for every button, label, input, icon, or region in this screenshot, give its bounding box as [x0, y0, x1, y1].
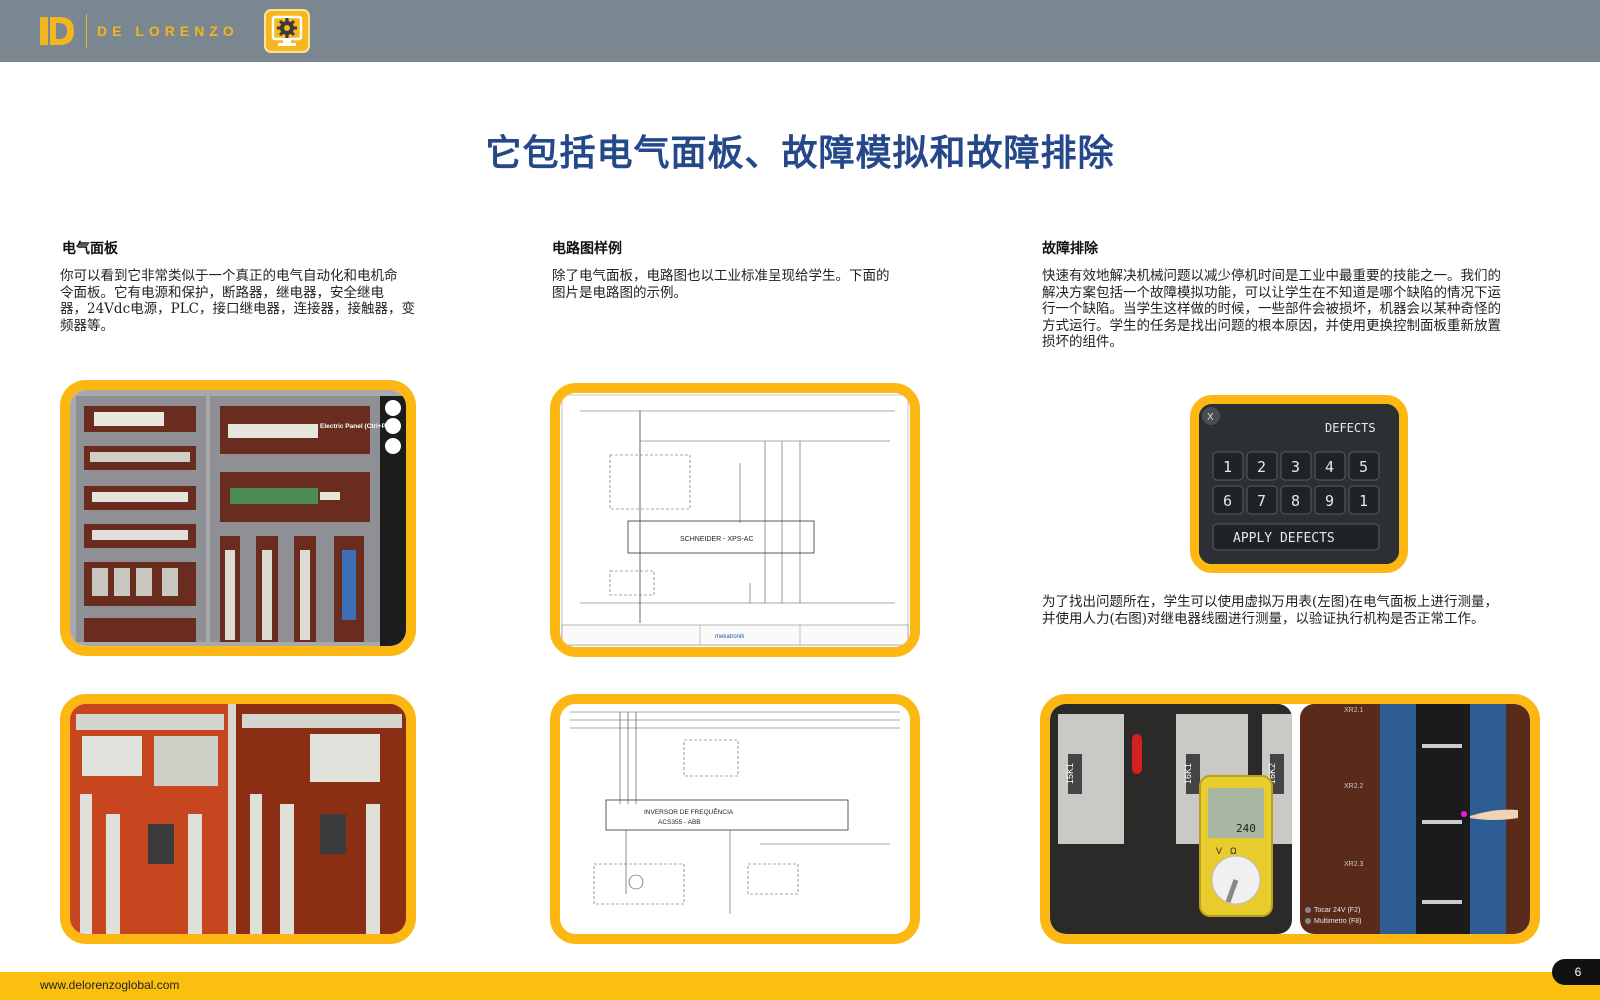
text-line: 为了找出问题所在，学生可以使用虚拟万用表(左图)在电气面板上进行测量， [1042, 594, 1499, 610]
schematic-example-heading: 电路图样例 [552, 241, 622, 257]
schematic-block-label: SCHNEIDER - XPS-AC [680, 536, 754, 543]
page-title: 它包括电气面板、故障模拟和故障排除 [485, 133, 1115, 174]
defect-key-8[interactable]: 8 [1291, 492, 1300, 510]
text-line: 令面板。它有电源和保护，断路器，继电器，安全继电 [60, 284, 384, 301]
defect-key-6[interactable]: 6 [1223, 492, 1232, 510]
text-line: 行一个缺陷。当学生这样做的时候，一些部件会被损坏，机器会以某种奇怪的 [1042, 301, 1501, 317]
multimeter-reading: 240 [1236, 822, 1256, 835]
relay-row-xr22: XR2.2 [1344, 783, 1364, 790]
logo-separator [86, 14, 87, 48]
defects-title: DEFECTS [1325, 421, 1376, 435]
apply-defects-button[interactable] [1212, 523, 1380, 551]
defect-key-7[interactable]: 7 [1257, 492, 1266, 510]
inverter-block-label: INVERSOR DE FREQUÊNCIA [644, 807, 734, 816]
text-line: 图片是电路图的示例。 [552, 284, 687, 301]
brand-name: DE LORENZO [97, 23, 239, 39]
text-line: 频器等。 [60, 317, 114, 334]
text-line: 并使用人力(右图)对继电器线圈进行测量，以验证执行机构是否正常工作。 [1042, 610, 1485, 627]
panel-photo-image [60, 694, 416, 944]
text-line: 器，24Vdc电源，PLC，接口继电器，连接器，接触器，变 [60, 301, 416, 317]
multimeter-relay-image: 15K1 16K1 16K2 240 V Ω XR2.1 XR2.2 XR2.3 [1040, 694, 1540, 944]
panel-screen-label: Electric Panel (Ctrl+P) [320, 423, 388, 430]
defects-keypad: 1 2 3 4 5 6 7 8 9 1 [1212, 451, 1380, 515]
apply-defects-label: APPLY DEFECTS [1233, 531, 1335, 546]
inverter-model-label: ACS355 - ABB [658, 819, 701, 826]
contactor-label-16k1: 16K1 [1183, 763, 1193, 784]
footer-bar: www.delorenzoglobal.com [0, 972, 1600, 1000]
contactor-label-15k1: 15K1 [1065, 763, 1075, 784]
footer-url-link[interactable]: www.delorenzoglobal.com [40, 978, 180, 992]
defect-key-1[interactable]: 1 [1223, 458, 1232, 476]
defects-close-icon[interactable]: X [1207, 412, 1214, 423]
defect-key-10[interactable]: 1 [1359, 492, 1368, 510]
multimeter-view: 15K1 16K1 16K2 240 V Ω [1050, 704, 1292, 934]
defects-panel-image: X DEFECTS 1 2 3 4 5 6 7 8 9 1 APPLY DEFE… [1190, 395, 1408, 573]
text-line: 损坏的组件。 [1042, 334, 1123, 350]
electrical-panel-heading: 电气面板 [62, 241, 118, 257]
electrical-panel-image: Electric Panel (Ctrl+P) [60, 380, 416, 656]
schematic-logo: mekatronik [715, 634, 745, 640]
troubleshooting-text: 快速有效地解决机械问题以减少停机时间是工业中最重要的技能之一。我们的 解决方案包… [1042, 268, 1562, 351]
defect-key-9[interactable]: 9 [1325, 492, 1334, 510]
defect-key-2[interactable]: 2 [1257, 458, 1266, 476]
troubleshooting-heading: 故障排除 [1042, 241, 1098, 257]
relay-row-xr21: XR2.1 [1344, 707, 1364, 714]
text-line: 快速有效地解决机械问题以减少停机时间是工业中最重要的技能之一。我们的 [1042, 268, 1501, 284]
relay-option-multimeter[interactable]: Multimetro (F8) [1314, 918, 1361, 925]
schematic-image-2: INVERSOR DE FREQUÊNCIA ACS355 - ABB [550, 694, 920, 944]
page-number: 6 [1552, 959, 1600, 985]
measurement-text: 为了找出问题所在，学生可以使用虚拟万用表(左图)在电气面板上进行测量， 并使用人… [1042, 594, 1572, 627]
gear-monitor-icon [264, 9, 310, 53]
text-line: 除了电气面板，电路图也以工业标准呈现给学生。下面的 [552, 268, 890, 284]
schematic-image-1: SCHNEIDER - XPS-AC mekatronik [550, 383, 920, 657]
brand-logo: DE LORENZO [38, 14, 239, 48]
defect-key-4[interactable]: 4 [1325, 458, 1334, 476]
schematic-example-text: 除了电气面板，电路图也以工业标准呈现给学生。下面的 图片是电路图的示例。 [552, 268, 972, 301]
defect-key-5[interactable]: 5 [1359, 458, 1368, 476]
relay-view: XR2.1 XR2.2 XR2.3 Tocar 24V (F2) Multime… [1300, 704, 1530, 934]
text-line: 方式运行。学生的任务是找出问题的根本原因，并使用更换控制面板重新放置 [1042, 317, 1501, 334]
electrical-panel-text: 你可以看到它非常类似于一个真正的电气自动化和电机命 令面板。它有电源和保护，断路… [60, 268, 480, 334]
text-line: 解决方案包括一个故障模拟功能，可以让学生在不知道是哪个缺陷的情况下运 [1042, 284, 1501, 301]
multimeter-mode-v: V [1216, 846, 1222, 856]
multimeter-mode-ohm: Ω [1230, 846, 1237, 856]
relay-row-xr23: XR2.3 [1344, 861, 1364, 868]
text-line: 你可以看到它非常类似于一个真正的电气自动化和电机命 [60, 268, 398, 284]
contactor-label-16k2: 16K2 [1267, 763, 1277, 784]
relay-option-touch[interactable]: Tocar 24V (F2) [1314, 907, 1360, 914]
header-bar: DE LORENZO [0, 0, 1600, 62]
defect-key-3[interactable]: 3 [1291, 458, 1300, 476]
brand-logo-mark [38, 15, 78, 47]
